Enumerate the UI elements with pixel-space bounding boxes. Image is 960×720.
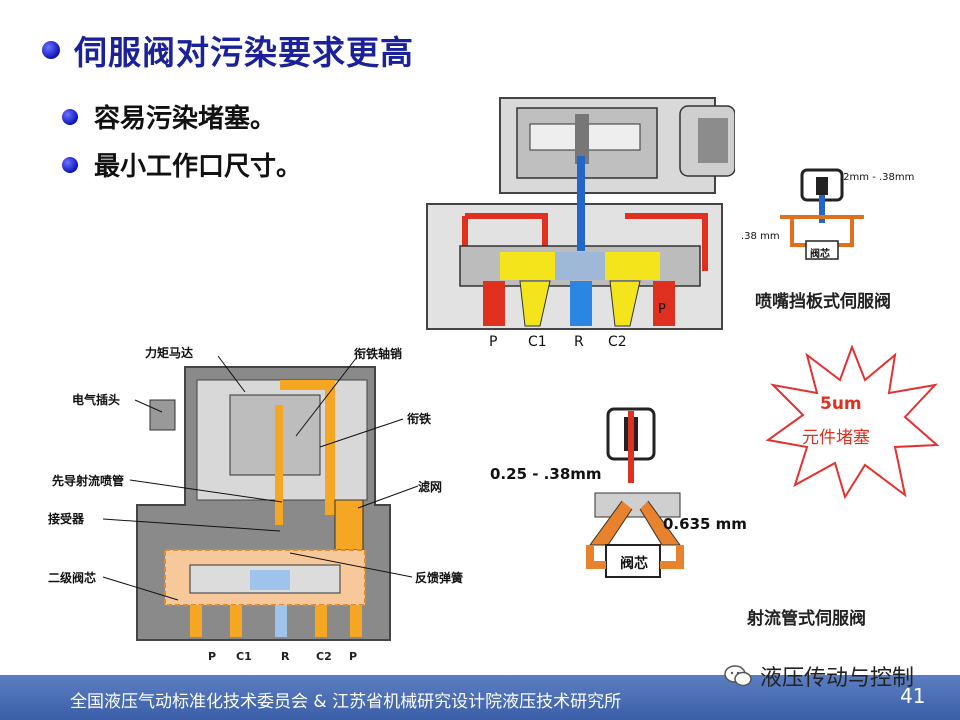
label-second-stage-spool: 二级阀芯 <box>48 571 97 585</box>
label-torque-motor: 力矩马达 <box>145 346 194 360</box>
starburst-text: 元件堵塞 <box>802 428 870 448</box>
jet-pipe-caption: 射流管式伺服阀 <box>747 609 866 629</box>
slide-title: 伺服阀对污染要求更高 <box>74 33 414 72</box>
port-label-inner: P <box>658 302 666 317</box>
footer-bar <box>0 675 960 720</box>
dimension-label: .38 mm <box>741 231 780 242</box>
bullet-1: 容易污染堵塞。 <box>62 98 276 135</box>
port-label: P <box>489 334 498 350</box>
starburst-value: 5um <box>820 394 862 414</box>
label-receiver: 接受器 <box>48 512 85 526</box>
label-armature-pivot: 衔铁轴销 <box>354 347 403 361</box>
port-label: C1 <box>528 334 547 350</box>
footer-text: 全国液压气动标准化技术委员会 & 江苏省机械研究设计院液压技术研究所 <box>70 692 622 712</box>
bullet-dot-icon <box>62 156 78 173</box>
bullet-text: 容易污染堵塞。 <box>94 104 277 134</box>
port-label: P <box>208 650 217 663</box>
bullet-dot-icon <box>62 108 78 125</box>
port-label: C1 <box>236 650 252 663</box>
wechat-brand: 液压传动与控制 <box>724 660 914 692</box>
label-filter: 滤网 <box>418 480 443 494</box>
bullet-dot-icon <box>42 41 60 59</box>
title-row: 伺服阀对污染要求更高 <box>42 26 414 74</box>
port-label: P <box>349 650 358 663</box>
dimension-label: .2mm - .38mm <box>840 172 915 183</box>
jet-pipe-diagram <box>136 366 391 641</box>
bullet-text: 最小工作口尺寸。 <box>94 152 303 182</box>
core-label: 阀芯 <box>620 556 648 572</box>
starburst-badge <box>765 345 940 500</box>
port-label: R <box>574 334 584 350</box>
label-feedback-spring: 反馈弹簧 <box>415 571 464 585</box>
nozzle-flapper-schematic <box>780 168 864 260</box>
label-pilot-nozzle: 先导射流喷管 <box>52 474 125 488</box>
nozzle-flapper-diagram <box>426 97 735 330</box>
label-electrical-plug: 电气插头 <box>72 393 121 407</box>
jet-pipe-schematic <box>586 407 684 578</box>
bullet-2: 最小工作口尺寸。 <box>62 146 302 183</box>
wechat-icon <box>724 665 752 687</box>
port-label: C2 <box>316 650 332 663</box>
label-armature: 衔铁 <box>407 412 432 426</box>
page-number: 41 <box>900 684 926 708</box>
brand-text: 液压传动与控制 <box>760 666 915 691</box>
nozzle-flapper-caption: 喷嘴挡板式伺服阀 <box>755 292 891 312</box>
core-label: 阀芯 <box>810 249 830 260</box>
dimension-label: 0.635 mm <box>663 515 747 533</box>
dimension-label: 0.25 - .38mm <box>490 465 602 483</box>
port-label: R <box>281 650 290 663</box>
port-label: C2 <box>608 334 627 350</box>
